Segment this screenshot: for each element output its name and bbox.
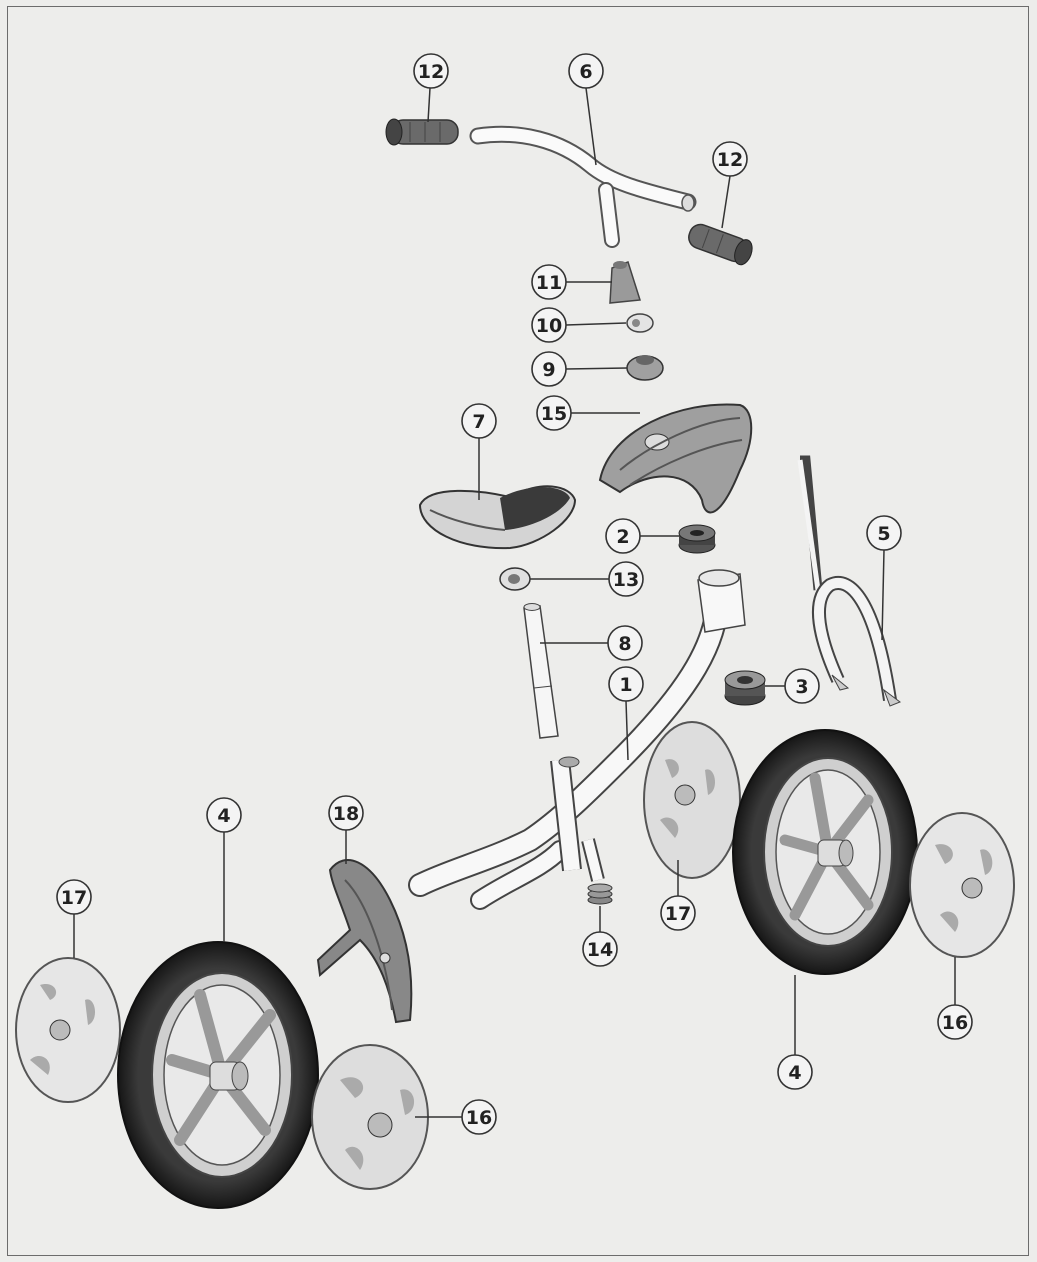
callout-18-rear-mudguard: 18	[328, 795, 364, 831]
seat-post-part	[523, 603, 559, 739]
callout-15-front-cover: 15	[536, 395, 572, 431]
svg-text:13: 13	[613, 569, 639, 591]
svg-text:3: 3	[795, 676, 808, 698]
svg-text:4: 4	[217, 805, 230, 827]
svg-text:10: 10	[536, 315, 562, 337]
callout-14-spring: 14	[582, 931, 618, 967]
svg-text:16: 16	[942, 1012, 968, 1034]
svg-text:9: 9	[542, 359, 555, 381]
callout-1-main-frame: 1	[608, 666, 644, 702]
svg-text:16: 16	[466, 1107, 492, 1129]
left-rear-wheel-part	[117, 941, 319, 1209]
callout-16-left-inner-hubcap: 16	[461, 1099, 497, 1135]
svg-text:12: 12	[717, 149, 743, 171]
callout-17-right-hubcap: 17	[660, 895, 696, 931]
callout-4-right-wheel: 4	[777, 1054, 813, 1090]
upper-bearing-part	[678, 524, 716, 554]
right-grip-part	[688, 223, 753, 266]
left-grip-part	[385, 118, 459, 146]
front-cover-part	[598, 403, 753, 514]
callout-3-lower-bearing: 3	[784, 668, 820, 704]
callout-9-head-nut: 9	[531, 351, 567, 387]
handlebar-part	[469, 125, 697, 248]
callout-6-handlebar: 6	[568, 53, 604, 89]
svg-text:14: 14	[587, 939, 613, 961]
callout-4-left-wheel: 4	[206, 797, 242, 833]
svg-text:2: 2	[616, 526, 629, 548]
main-frame-part	[408, 569, 746, 910]
svg-text:1: 1	[619, 674, 632, 696]
left-rear-hubcap-inner-part	[311, 1044, 429, 1190]
head-nut-part	[626, 355, 664, 381]
right-rear-hubcap-outer-part	[909, 812, 1015, 958]
callout-2-upper-bearing: 2	[605, 518, 641, 554]
svg-text:7: 7	[472, 411, 485, 433]
callout-13-seat-clamp: 13	[608, 561, 644, 597]
svg-text:17: 17	[665, 903, 691, 925]
callout-10-clamp: 10	[531, 307, 567, 343]
callout-5-front-fork: 5	[866, 515, 902, 551]
svg-text:8: 8	[618, 633, 631, 655]
callout-16-right-outer-hubcap: 16	[937, 1004, 973, 1040]
stem-cap-part	[609, 261, 641, 304]
lower-bearing-part	[724, 670, 766, 706]
svg-text:4: 4	[788, 1062, 801, 1084]
svg-text:15: 15	[541, 403, 567, 425]
spring-part	[587, 883, 613, 905]
callout-17-left-hubcap: 17	[56, 879, 92, 915]
svg-text:6: 6	[579, 61, 592, 83]
seat-clamp-part	[499, 567, 531, 591]
svg-text:12: 12	[418, 61, 444, 83]
diagram-frame	[7, 6, 1029, 1256]
callout-7-seat: 7	[461, 403, 497, 439]
callout-12-right-grip: 12	[712, 141, 748, 177]
front-fork-part	[797, 455, 902, 707]
callout-11-stem-cap: 11	[531, 264, 567, 300]
rear-mudguard-part	[316, 859, 413, 1024]
callout-8-seat-post: 8	[607, 625, 643, 661]
callout-12-left-grip: 12	[413, 53, 449, 89]
svg-text:5: 5	[877, 523, 890, 545]
right-rear-wheel-part	[732, 729, 918, 975]
left-rear-hubcap-outer-part	[15, 957, 121, 1103]
svg-text:11: 11	[536, 272, 562, 294]
svg-text:18: 18	[333, 803, 359, 825]
leader-lines	[73, 87, 956, 1118]
svg-text:17: 17	[61, 887, 87, 909]
right-rear-hubcap-inner-part	[643, 721, 741, 879]
clamp-part	[626, 313, 654, 333]
seat-part	[418, 485, 577, 550]
callouts: 12 6 12 11 10 9	[56, 53, 973, 1135]
